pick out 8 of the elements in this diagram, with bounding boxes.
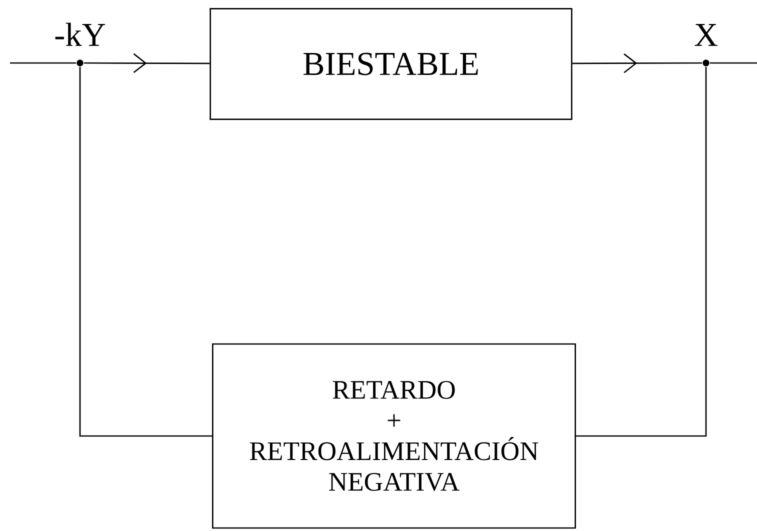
process-box: BIESTABLE [210, 8, 572, 120]
connector-line [10, 62, 76, 64]
signal-label: -kY [55, 22, 106, 46]
connector-line [576, 67, 707, 437]
connector-line [79, 67, 212, 437]
connector-line [710, 62, 757, 64]
signal-label: X [694, 24, 718, 46]
process-box: RETARDO + RETROALIMENTACIÓN NEGATIVA [212, 343, 576, 529]
